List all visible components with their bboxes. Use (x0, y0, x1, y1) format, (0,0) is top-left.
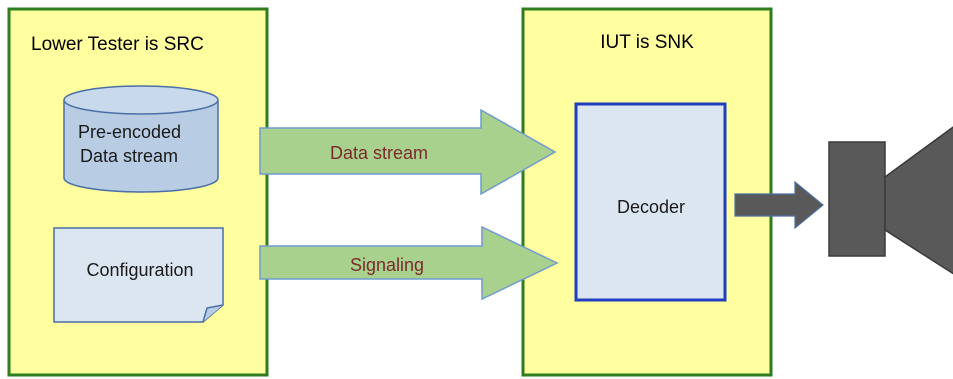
speaker-cone (884, 126, 953, 275)
iut-frame (521, 7, 773, 377)
speaker-magnet (828, 141, 886, 257)
output-arrow-icon (734, 180, 824, 230)
speaker-icon (828, 126, 953, 275)
data-stream-arrow-shape (259, 108, 557, 196)
data-stream-database-icon: Pre-encoded Data stream (63, 85, 219, 193)
lower-tester-title: Lower Tester is SRC (31, 34, 204, 55)
configuration-page-fold (202, 304, 224, 323)
database-label-line1: Pre-encoded (78, 122, 181, 142)
decoder-frame (574, 102, 727, 302)
configuration-document-icon: Configuration (53, 227, 224, 323)
decoder-box: Decoder (574, 102, 727, 302)
database-label-line2: Data stream (80, 146, 178, 166)
configuration-label: Configuration (86, 260, 193, 280)
signaling-label: Signaling (350, 255, 424, 275)
signaling-arrow-shape (259, 225, 559, 301)
data-stream-arrow: Data stream (259, 108, 557, 196)
iut-box: IUT is SNK (521, 7, 773, 377)
database-top (63, 85, 219, 115)
database-body (63, 100, 219, 193)
signaling-arrow: Signaling (259, 225, 559, 301)
data-stream-label: Data stream (330, 143, 428, 163)
decoder-label: Decoder (617, 197, 685, 217)
iut-title: IUT is SNK (600, 32, 694, 53)
